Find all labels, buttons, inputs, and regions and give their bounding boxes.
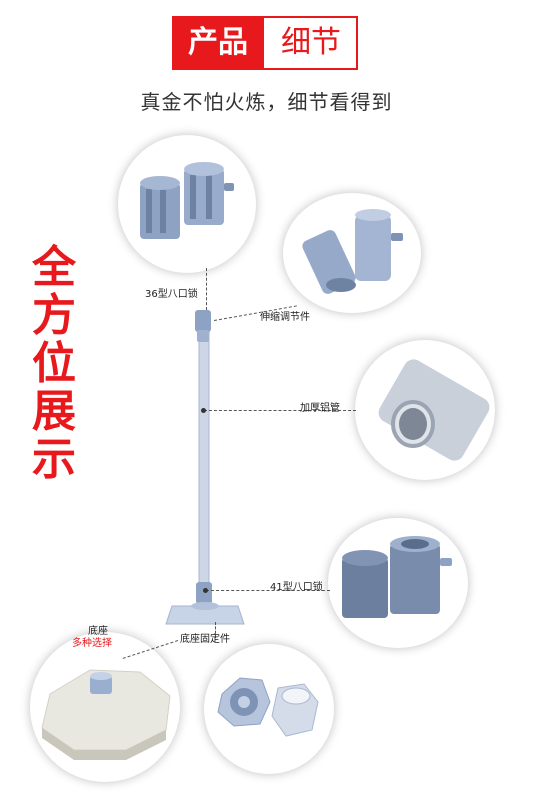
subtitle: 真金不怕火炼，细节看得到: [140, 90, 393, 114]
side-title-char: 位: [32, 338, 76, 389]
aluminium-tube: [198, 329, 210, 601]
bottom-lock-anchor-dot: [203, 588, 208, 593]
side-title-char: 展: [32, 386, 76, 437]
label-base-fixer: 底座固定件: [180, 634, 230, 645]
detail-circle-tube: [355, 340, 495, 480]
base-fixer-image: [217, 677, 319, 737]
connector-bottom-lock: [206, 590, 330, 591]
label-base-options: 多种选择: [72, 638, 112, 649]
bottom-lock-image: [342, 536, 452, 618]
connector-base-fixer: [215, 622, 216, 638]
detail-circle-telescopic: [283, 193, 421, 313]
top-lock-image: [140, 162, 234, 239]
side-title-char: 方: [32, 290, 76, 341]
side-title-char: 示: [32, 434, 76, 485]
side-title: 全 方 位 展 示: [28, 244, 80, 484]
connector-top-lock: [206, 268, 207, 310]
side-title-char: 全: [32, 242, 76, 293]
detail-circle-base: [30, 632, 180, 782]
header-red-text: 产品: [172, 16, 264, 70]
detail-circle-bottom-lock: [328, 518, 468, 648]
tube-image: [378, 359, 490, 461]
detail-circle-top-lock: [118, 135, 256, 273]
base-image: [41, 669, 171, 760]
label-base: 底座: [88, 626, 108, 637]
tube-anchor-dot: [201, 408, 206, 413]
telescopic-part: [197, 330, 209, 342]
label-bottom-lock: 41型八口锁: [270, 582, 323, 593]
connector-tube: [204, 410, 356, 411]
label-top-lock: 36型八口锁: [145, 289, 198, 300]
telescopic-image: [302, 209, 403, 294]
bottom-lock-part: [196, 582, 212, 604]
label-telescopic: 伸缩调节件: [260, 312, 310, 323]
header-white-text: 细节: [281, 25, 341, 60]
detail-circle-base-fixer: [204, 644, 334, 774]
label-tube: 加厚铝管: [300, 403, 340, 414]
top-lock-part: [195, 310, 211, 332]
